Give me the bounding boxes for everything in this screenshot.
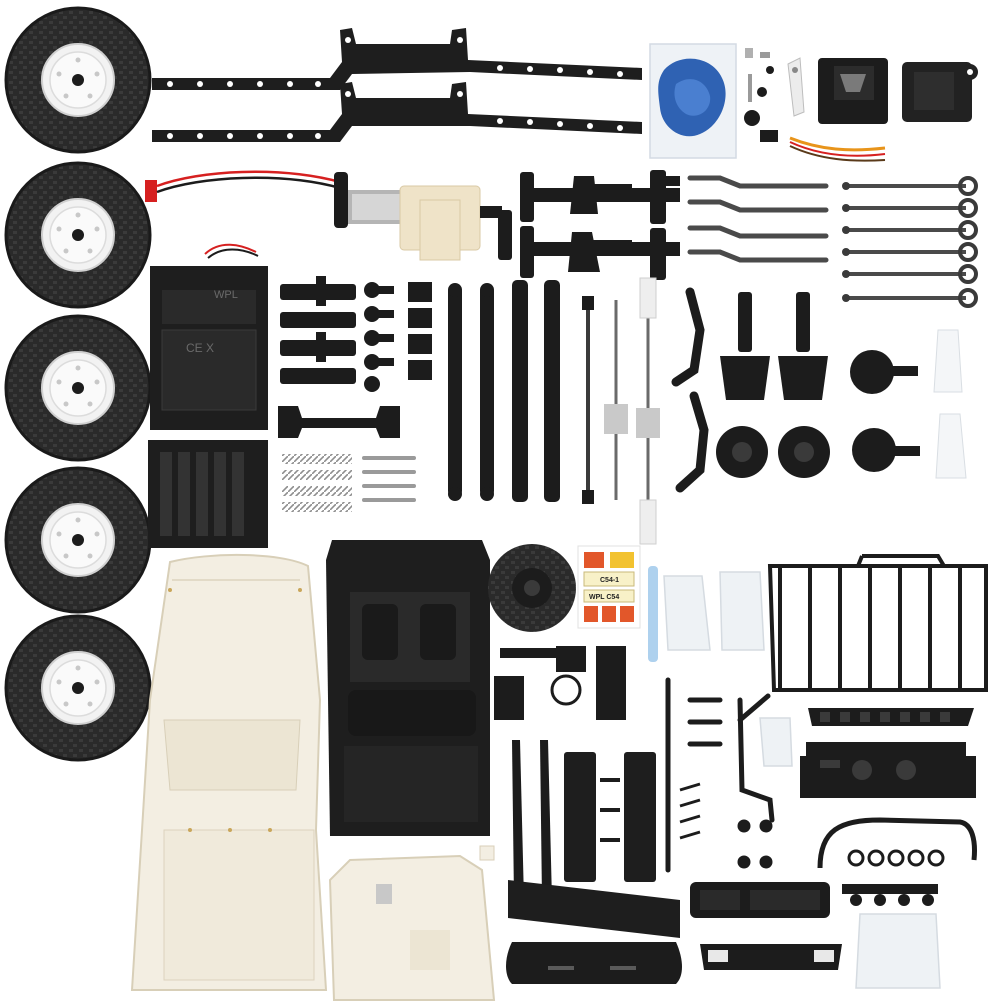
driveshafts bbox=[582, 277, 660, 545]
front-grille-bar bbox=[808, 708, 974, 726]
steering-servo bbox=[789, 58, 888, 162]
suspension-links-straight bbox=[840, 176, 978, 308]
body-post-clips bbox=[408, 282, 432, 380]
motor-wires bbox=[145, 170, 341, 202]
door-handles bbox=[679, 782, 773, 869]
antenna-tube bbox=[648, 566, 658, 662]
ball-ends bbox=[364, 282, 394, 392]
steering-knuckles bbox=[720, 292, 828, 400]
wheel-4 bbox=[4, 466, 152, 614]
suspension-links-bent bbox=[687, 175, 829, 263]
interior-tub bbox=[326, 540, 490, 836]
exhaust-and-hooks bbox=[665, 677, 775, 873]
front-bumper-bullbar bbox=[800, 742, 976, 798]
side-steps bbox=[512, 740, 656, 900]
chassis-rail-upper bbox=[152, 28, 642, 90]
roof-rack bbox=[767, 554, 988, 692]
roof-lights bbox=[842, 849, 945, 906]
wheel-3 bbox=[4, 314, 152, 462]
shock-mounts bbox=[280, 276, 356, 384]
chassis-rail-lower bbox=[152, 82, 642, 142]
grease-packet bbox=[649, 43, 737, 159]
clear-windows bbox=[663, 571, 941, 989]
battery-box-lid bbox=[148, 440, 268, 548]
body-shell bbox=[130, 553, 328, 991]
sticker-plate-top: C54-1 bbox=[600, 577, 619, 584]
sticker-sheet: C54-1 WPL C54 bbox=[577, 545, 641, 629]
motor-gearbox bbox=[334, 172, 512, 261]
sticker-plate-bottom: WPL C54 bbox=[589, 594, 619, 601]
battery-box-brand-mark: WPL bbox=[214, 289, 238, 301]
wheel-hexes bbox=[850, 350, 920, 472]
rear-bumper bbox=[506, 880, 682, 984]
spare-tire bbox=[488, 544, 576, 632]
front-grille-panel bbox=[700, 944, 842, 970]
light-bar-frame bbox=[817, 817, 977, 869]
wheel-1 bbox=[4, 6, 152, 154]
inner-fender bbox=[328, 845, 496, 1001]
shock-absorbers bbox=[448, 280, 560, 502]
servo-mount bbox=[902, 62, 978, 122]
steering-links bbox=[671, 287, 709, 493]
clear-light-buckets bbox=[933, 329, 967, 479]
battery-box: WPL CE X bbox=[150, 243, 268, 430]
metal-pins bbox=[362, 456, 416, 502]
bumper-mount-bracket bbox=[278, 406, 400, 438]
tailgate-panel bbox=[690, 882, 830, 918]
wheel-2 bbox=[4, 161, 152, 309]
battery-box-cert-mark: CE X bbox=[186, 341, 214, 355]
mirror-sprue bbox=[494, 646, 626, 720]
hub-carriers bbox=[716, 426, 830, 478]
axle-housing-rear bbox=[520, 226, 680, 280]
axle-housing-front bbox=[520, 170, 680, 224]
shock-springs bbox=[282, 454, 352, 512]
wheel-5 bbox=[4, 614, 152, 762]
small-hardware bbox=[744, 48, 805, 142]
